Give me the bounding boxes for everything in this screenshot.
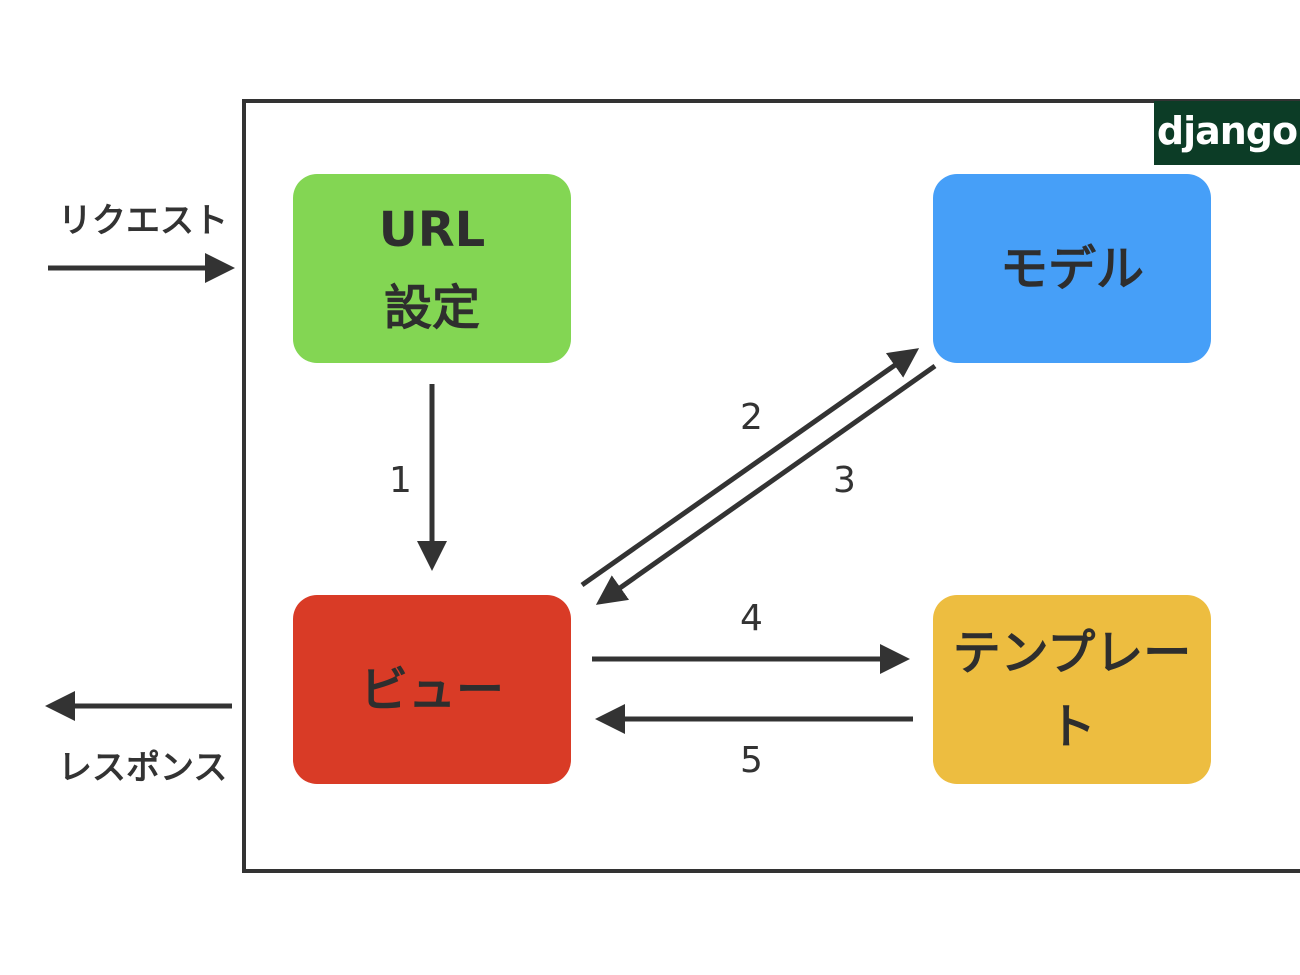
template-label-line2: ト xyxy=(1047,698,1096,755)
step4-label: 4 xyxy=(740,598,763,639)
step1-label: 1 xyxy=(389,460,412,501)
step2-label: 2 xyxy=(740,397,763,438)
view-node: ビュー xyxy=(293,595,571,784)
django-app-frame xyxy=(242,99,1300,873)
step5-label: 5 xyxy=(740,740,763,781)
url-config-label-line1: URL xyxy=(378,201,486,258)
model-node: モデル xyxy=(933,174,1211,363)
step3-arrow xyxy=(595,363,937,605)
view-label: ビュー xyxy=(359,661,504,718)
step3-label: 3 xyxy=(833,460,856,501)
template-label-line1: テンプレー xyxy=(952,624,1192,681)
url-config-node: URL 設定 xyxy=(293,174,571,363)
django-logo: django xyxy=(1154,101,1300,165)
response-label: レスポンス xyxy=(58,748,228,788)
template-node: テンプレー ト xyxy=(933,595,1211,784)
request-label: リクエスト xyxy=(58,201,228,241)
model-label: モデル xyxy=(999,240,1144,297)
step2-arrow xyxy=(580,348,920,588)
url-config-label-line2: 設定 xyxy=(383,279,480,336)
